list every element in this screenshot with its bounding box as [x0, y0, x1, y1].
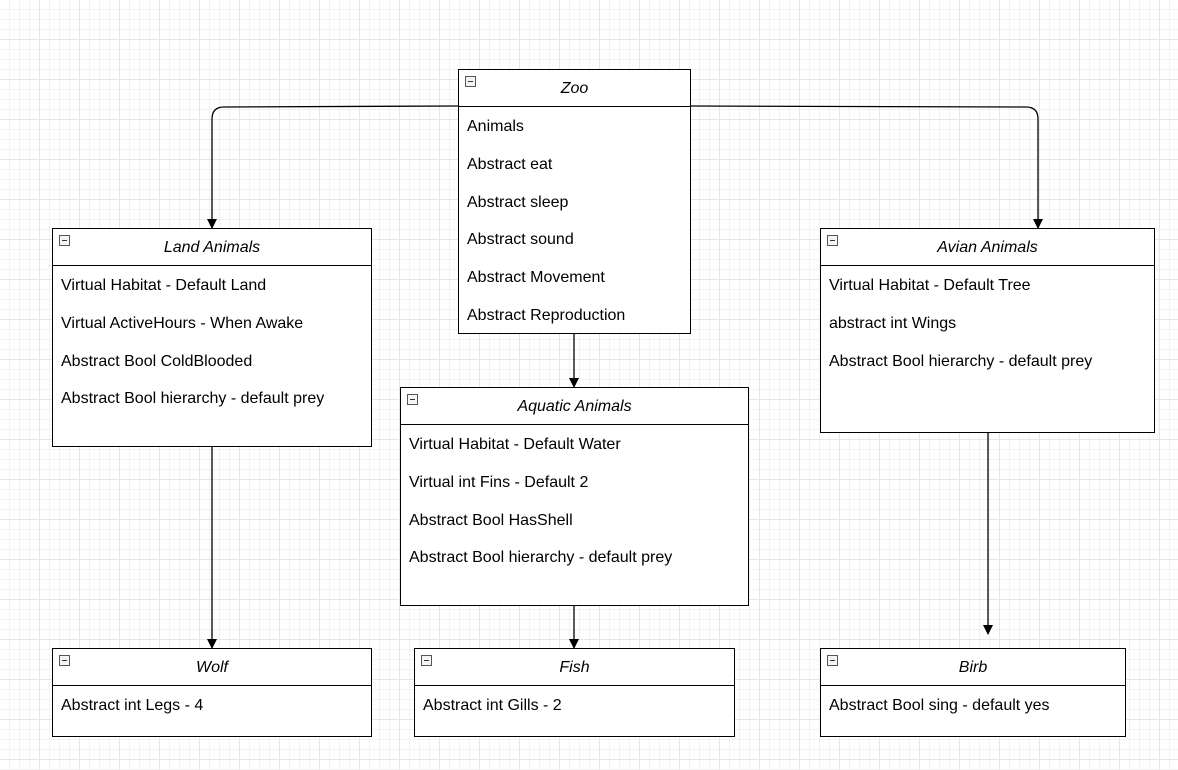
class-zoo-header[interactable]: Zoo [459, 70, 690, 107]
class-zoo-name: Zoo [560, 80, 589, 97]
class-zoo-attributes: Animals Abstract eat Abstract sleep Abst… [459, 107, 690, 335]
class-land-animals[interactable]: Land Animals Virtual Habitat - Default L… [52, 228, 372, 447]
edge-zoo-to-land[interactable] [207, 105, 459, 229]
collapse-icon[interactable] [421, 655, 432, 666]
class-avian-animals-name: Avian Animals [937, 239, 1038, 256]
class-land-animals-attributes: Virtual Habitat - Default Land Virtual A… [53, 266, 371, 418]
attribute[interactable]: Abstract Reproduction [467, 306, 626, 324]
class-avian-animals-header[interactable]: Avian Animals [821, 229, 1154, 266]
attribute[interactable]: Animals [467, 118, 524, 135]
class-land-animals-name: Land Animals [163, 239, 261, 256]
attribute[interactable]: Abstract Bool HasShell [409, 511, 573, 529]
class-aquatic-animals[interactable]: Aquatic Animals Virtual Habitat - Defaul… [400, 387, 749, 606]
class-avian-animals[interactable]: Avian Animals Virtual Habitat - Default … [820, 228, 1155, 433]
class-zoo[interactable]: Zoo Animals Abstract eat Abstract sleep … [458, 69, 691, 334]
collapse-icon[interactable] [465, 76, 476, 87]
class-fish-header[interactable]: Fish [415, 649, 734, 686]
attribute[interactable]: Abstract eat [467, 155, 553, 173]
class-wolf-name: Wolf [196, 659, 228, 676]
attribute[interactable]: Abstract int Legs - 4 [61, 697, 204, 714]
attribute[interactable]: Abstract sound [467, 231, 574, 249]
class-birb-attributes: Abstract Bool sing - default yes [821, 686, 1125, 725]
attribute[interactable]: Abstract Movement [467, 269, 605, 287]
collapse-icon[interactable] [827, 655, 838, 666]
collapse-icon[interactable] [59, 235, 70, 246]
attribute[interactable]: Abstract sleep [467, 193, 569, 211]
edge-zoo-to-avian[interactable] [689, 105, 1043, 229]
attribute[interactable]: Virtual Habitat - Default Land [61, 277, 267, 294]
class-aquatic-animals-name: Aquatic Animals [517, 398, 632, 415]
class-wolf-header[interactable]: Wolf [53, 649, 371, 686]
class-birb-header[interactable]: Birb [821, 649, 1125, 686]
class-aquatic-animals-header[interactable]: Aquatic Animals [401, 388, 748, 425]
attribute[interactable]: Virtual Habitat - Default Tree [829, 277, 1031, 294]
collapse-icon[interactable] [59, 655, 70, 666]
class-birb[interactable]: Birb Abstract Bool sing - default yes [820, 648, 1126, 737]
attribute[interactable]: Abstract Bool ColdBlooded [61, 352, 253, 370]
attribute[interactable]: abstract int Wings [829, 314, 957, 332]
class-land-animals-header[interactable]: Land Animals [53, 229, 371, 266]
attribute[interactable]: Virtual ActiveHours - When Awake [61, 314, 304, 332]
attribute[interactable]: Virtual int Fins - Default 2 [409, 473, 589, 491]
class-birb-name: Birb [958, 659, 988, 676]
collapse-icon[interactable] [827, 235, 838, 246]
class-fish-attributes: Abstract int Gills - 2 [415, 686, 734, 725]
attribute[interactable]: Abstract Bool hierarchy - default prey [61, 390, 325, 408]
class-fish[interactable]: Fish Abstract int Gills - 2 [414, 648, 735, 737]
collapse-icon[interactable] [407, 394, 418, 405]
attribute[interactable]: Abstract Bool hierarchy - default prey [829, 352, 1093, 370]
attribute[interactable]: Abstract int Gills - 2 [423, 697, 562, 714]
class-aquatic-animals-attributes: Virtual Habitat - Default Water Virtual … [401, 425, 748, 577]
attribute[interactable]: Abstract Bool sing - default yes [829, 697, 1050, 714]
attribute[interactable]: Virtual Habitat - Default Water [409, 436, 621, 453]
class-fish-name: Fish [559, 659, 590, 676]
attribute[interactable]: Abstract Bool hierarchy - default prey [409, 549, 673, 567]
class-wolf-attributes: Abstract int Legs - 4 [53, 686, 371, 725]
class-avian-animals-attributes: Virtual Habitat - Default Tree abstract … [821, 266, 1154, 380]
class-wolf[interactable]: Wolf Abstract int Legs - 4 [52, 648, 372, 737]
